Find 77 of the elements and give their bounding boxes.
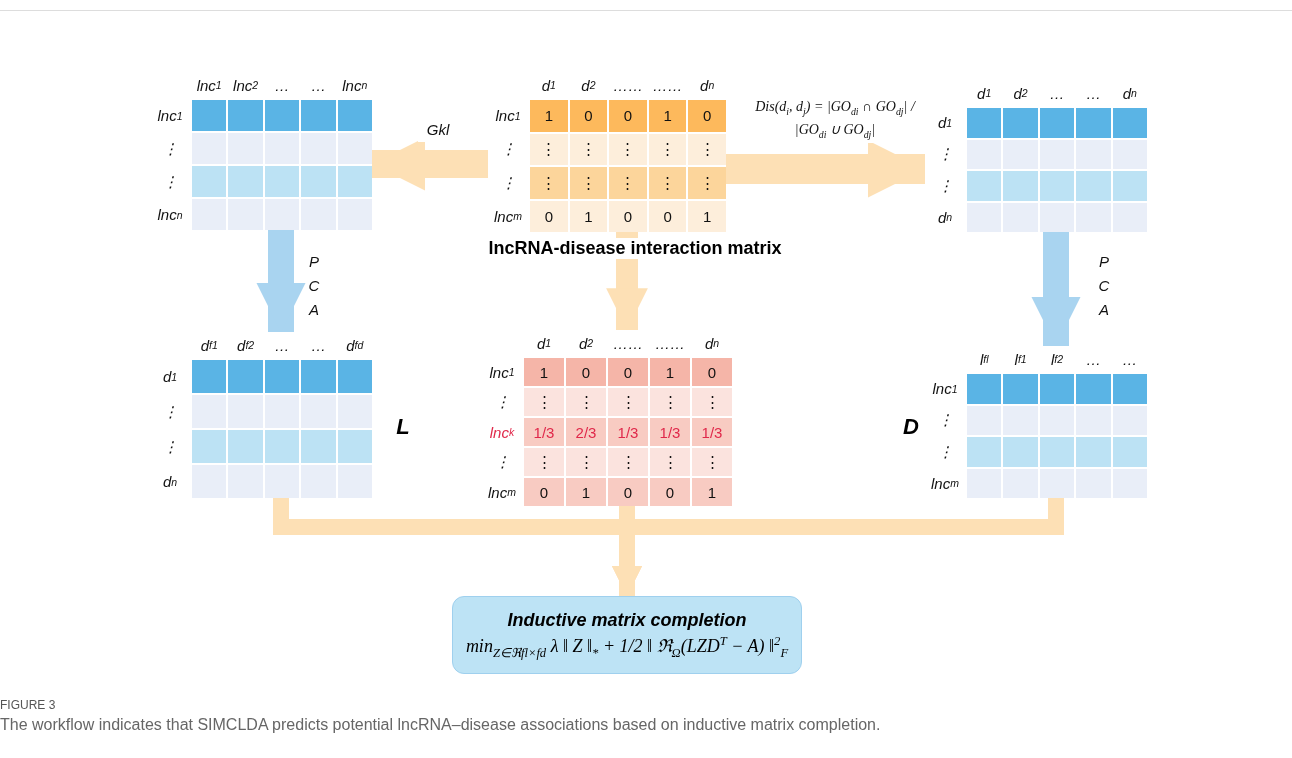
row-header: ⋮	[161, 171, 179, 192]
matrix-cell: ⋮	[566, 448, 606, 476]
block-arrow	[1031, 232, 1081, 346]
column-header: …	[309, 335, 327, 356]
matrix-cell: 0	[569, 100, 608, 132]
matrix-cell: 1	[566, 478, 606, 506]
matrix-cell: 1/3	[650, 418, 690, 446]
matrix-cell: 1/3	[524, 418, 564, 446]
figure-number: FIGURE 3	[0, 698, 56, 712]
matrix-cell: 0	[608, 358, 648, 386]
matrix-cell: 0	[650, 478, 690, 506]
matrix-cell: 0	[692, 358, 732, 386]
column-header: ……	[612, 333, 644, 354]
matrix-cell: ⋮	[650, 448, 690, 476]
matrix-cell: 1	[530, 100, 568, 132]
row-header: ⋮	[499, 139, 517, 160]
matrix-cell: 1	[650, 358, 690, 386]
row-header: ⋮	[936, 175, 954, 196]
row-header: ⋮	[161, 436, 179, 457]
matrix-cell: ⋮	[524, 448, 564, 476]
matrix-cell: ⋮	[648, 167, 687, 199]
matrix-cell: ⋮	[609, 133, 647, 165]
matrix-cell: ⋮	[688, 133, 726, 165]
column-header: …	[309, 75, 327, 96]
row-header: ⋮	[493, 452, 511, 472]
matrix-cell: 1	[688, 200, 726, 232]
caption: The workflow indicates that SIMCLDA predicts potential lncRNA–disease associations based on inductive matrix completion.	[0, 716, 881, 734]
matrix-cell: ⋮	[530, 133, 568, 165]
matrix-cell: ⋮	[688, 167, 726, 199]
matrix-cell: 1	[648, 100, 687, 132]
matrix-cell: ⋮	[569, 133, 608, 165]
column-header: …	[1121, 349, 1139, 370]
matrix-cell: ⋮	[650, 388, 690, 416]
row-header: ⋮	[936, 441, 954, 462]
matrix-cell: 1	[692, 478, 732, 506]
matrix-cell: 0	[530, 200, 568, 232]
matrix-cell: 1	[524, 358, 564, 386]
column-header: ……	[654, 333, 686, 354]
matrix-cell: ⋮	[609, 167, 647, 199]
matrix-cell: ⋮	[608, 388, 648, 416]
matrix-cell: 2/3	[566, 418, 606, 446]
matrix-cell: 0	[648, 200, 687, 232]
matrix-cell: ⋮	[692, 448, 732, 476]
block-arrow	[606, 232, 648, 330]
matrix-cell: 1/3	[608, 418, 648, 446]
column-header: …	[273, 335, 291, 356]
column-header: …	[1084, 83, 1102, 104]
row-header: ⋮	[499, 172, 517, 193]
matrix-cell: 1/3	[692, 418, 732, 446]
matrix-cell: ⋮	[524, 388, 564, 416]
matrix-cell: 0	[609, 200, 647, 232]
process-box	[452, 596, 802, 674]
matrix-cell: ⋮	[530, 167, 568, 199]
matrix-cell: 0	[524, 478, 564, 506]
column-header: ……	[651, 75, 684, 96]
matrix-cell: 0	[688, 100, 726, 132]
row-header: ⋮	[936, 144, 954, 165]
box-title: Inductive matrix completion	[507, 609, 747, 631]
row-header: ⋮	[161, 138, 179, 159]
matrix-cell: ⋮	[648, 133, 687, 165]
matrix-cell: 1	[569, 200, 608, 232]
block-arrow	[726, 140, 925, 198]
matrix-cell: ⋮	[608, 448, 648, 476]
row-header: ⋮	[161, 401, 179, 422]
matrix-cell: 0	[608, 478, 648, 506]
row-header: ⋮	[936, 410, 954, 431]
column-header: ……	[612, 75, 644, 96]
column-header: …	[273, 75, 291, 96]
matrix-cell: ⋮	[692, 388, 732, 416]
matrix-cell: 0	[566, 358, 606, 386]
column-header: …	[1084, 349, 1102, 370]
column-header: …	[1048, 83, 1066, 104]
matrix-cell: ⋮	[569, 167, 608, 199]
row-header: ⋮	[493, 392, 511, 412]
block-arrow	[256, 230, 306, 332]
matrix-cell: 0	[609, 100, 647, 132]
matrix-cell: ⋮	[566, 388, 606, 416]
